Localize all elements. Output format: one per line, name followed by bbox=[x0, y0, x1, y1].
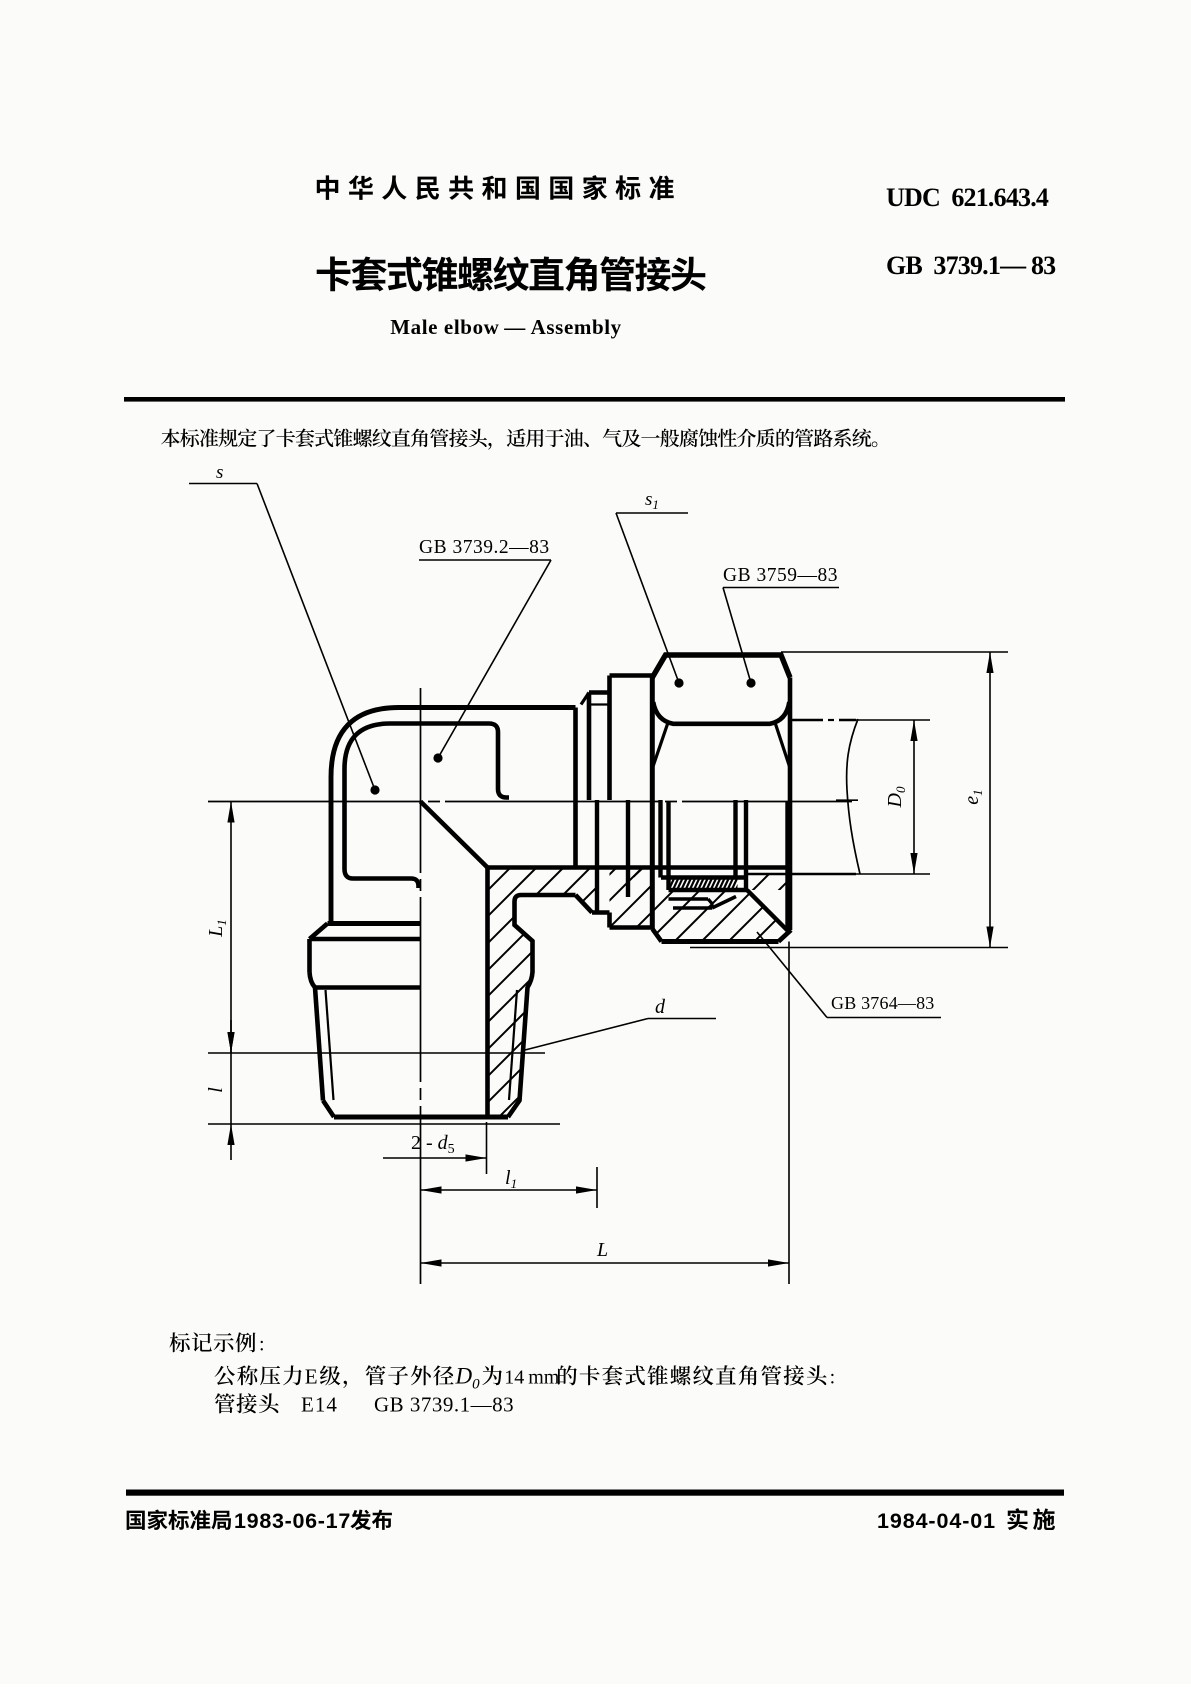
svg-text:GB 3739.1—83: GB 3739.1—83 bbox=[374, 1393, 514, 1417]
svg-text:L: L bbox=[596, 1239, 608, 1261]
svg-text:1983-06-17: 1983-06-17 bbox=[234, 1509, 351, 1533]
svg-text:1984-04-01: 1984-04-01 bbox=[877, 1509, 996, 1533]
svg-text::: : bbox=[259, 1334, 265, 1356]
svg-text:E14: E14 bbox=[301, 1393, 338, 1417]
svg-text:GB 3759—83: GB 3759—83 bbox=[723, 565, 838, 586]
svg-text:UDC 621.643.4: UDC 621.643.4 bbox=[886, 183, 1049, 212]
svg-text:E: E bbox=[305, 1365, 318, 1389]
svg-text:14 mm: 14 mm bbox=[504, 1367, 560, 1389]
svg-text:GB 3739.1— 83: GB 3739.1— 83 bbox=[886, 251, 1056, 280]
svg-text:2 - d5: 2 - d5 bbox=[411, 1132, 455, 1157]
svg-text:s: s bbox=[216, 462, 223, 483]
svg-text:d: d bbox=[655, 996, 666, 1018]
svg-text:GB 3739.2—83: GB 3739.2—83 bbox=[419, 537, 550, 558]
svg-text:Male elbow — Assembly: Male elbow — Assembly bbox=[390, 315, 622, 339]
svg-text:GB 3764—83: GB 3764—83 bbox=[831, 993, 935, 1013]
svg-text:l: l bbox=[205, 1087, 227, 1093]
svg-text::: : bbox=[830, 1367, 836, 1389]
